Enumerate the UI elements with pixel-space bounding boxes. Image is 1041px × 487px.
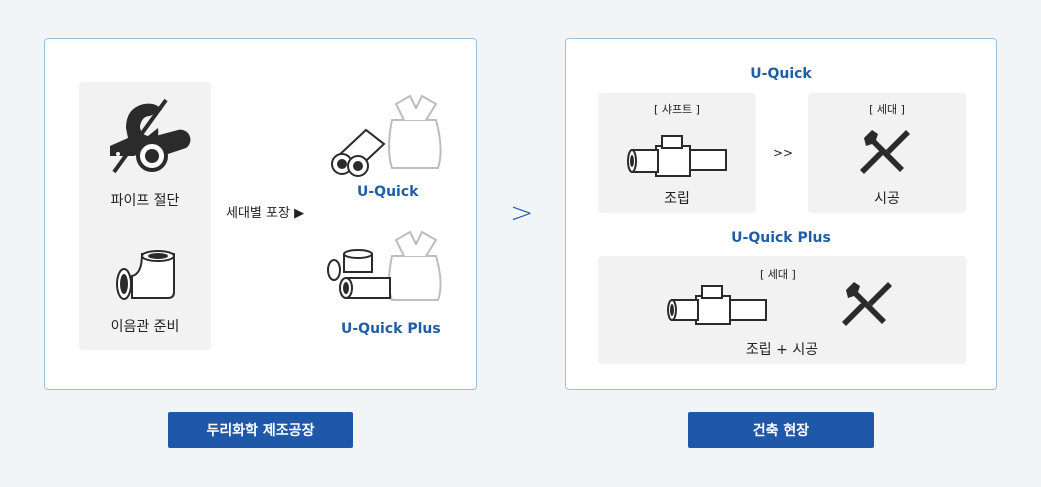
bag-fittings-icon — [327, 230, 442, 301]
step-arrow: >> — [773, 146, 794, 160]
elbow-prep-label: 이음관 준비 — [110, 319, 180, 335]
flow-arrow: > — [510, 196, 534, 229]
tee-fitting-icon-2 — [667, 285, 767, 325]
pipe-cut-label: 파이프 절단 — [110, 193, 180, 209]
unit-tag: [ 세대 ] — [869, 103, 905, 116]
site-uquick-title: U-Quick — [750, 66, 812, 82]
site-uquick-plus-title: U-Quick Plus — [731, 230, 831, 246]
tee-fitting-icon — [627, 135, 727, 177]
packing-label: 세대별 포장 ▶ — [226, 206, 305, 221]
install-label: 시공 — [874, 191, 900, 207]
assembly-install-box — [598, 256, 966, 364]
bag-pipes-icon — [331, 94, 442, 177]
assembly-install-label: 조립 + 시공 — [745, 342, 819, 358]
site-badge: 건축 현장 — [688, 412, 874, 448]
tools-icon — [860, 130, 910, 174]
elbow-fitting-icon — [116, 250, 175, 300]
factory-uquick-label: U-Quick — [357, 184, 419, 200]
pipe-saw-icon — [110, 98, 191, 174]
unit-tag-2: [ 세대 ] — [760, 268, 796, 281]
assembly-label: 조립 — [664, 191, 690, 207]
tools-icon-2 — [842, 282, 892, 326]
shaft-tag: [ 샤프트 ] — [654, 103, 700, 116]
factory-badge: 두리화학 제조공장 — [168, 412, 353, 448]
factory-uquick-plus-label: U-Quick Plus — [341, 321, 441, 337]
